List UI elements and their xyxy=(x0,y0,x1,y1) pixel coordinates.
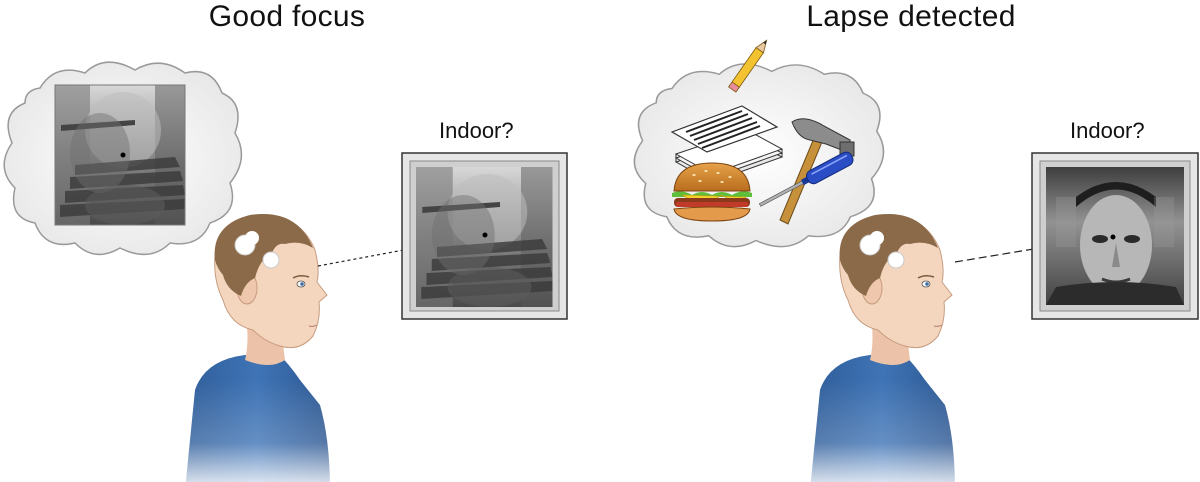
thought-image-stairs xyxy=(54,84,186,226)
hammer-icon xyxy=(779,118,855,225)
left-panel-graphics xyxy=(3,61,568,482)
right-panel-graphics xyxy=(633,39,1199,482)
screwdriver-icon xyxy=(758,151,854,207)
stimulus-frame-right xyxy=(1031,152,1199,320)
question-label: Indoor? xyxy=(1070,118,1145,143)
hamburger-icon xyxy=(672,162,752,222)
panel-good-focus: Good focus Indoor? xyxy=(208,0,514,143)
stimulus-frame-left xyxy=(401,152,568,320)
panel-title: Lapse detected xyxy=(806,0,1016,33)
question-label: Indoor? xyxy=(439,118,514,143)
panel-title: Good focus xyxy=(208,0,366,33)
panel-lapse-detected: Lapse detected Indoor? xyxy=(600,0,1200,482)
